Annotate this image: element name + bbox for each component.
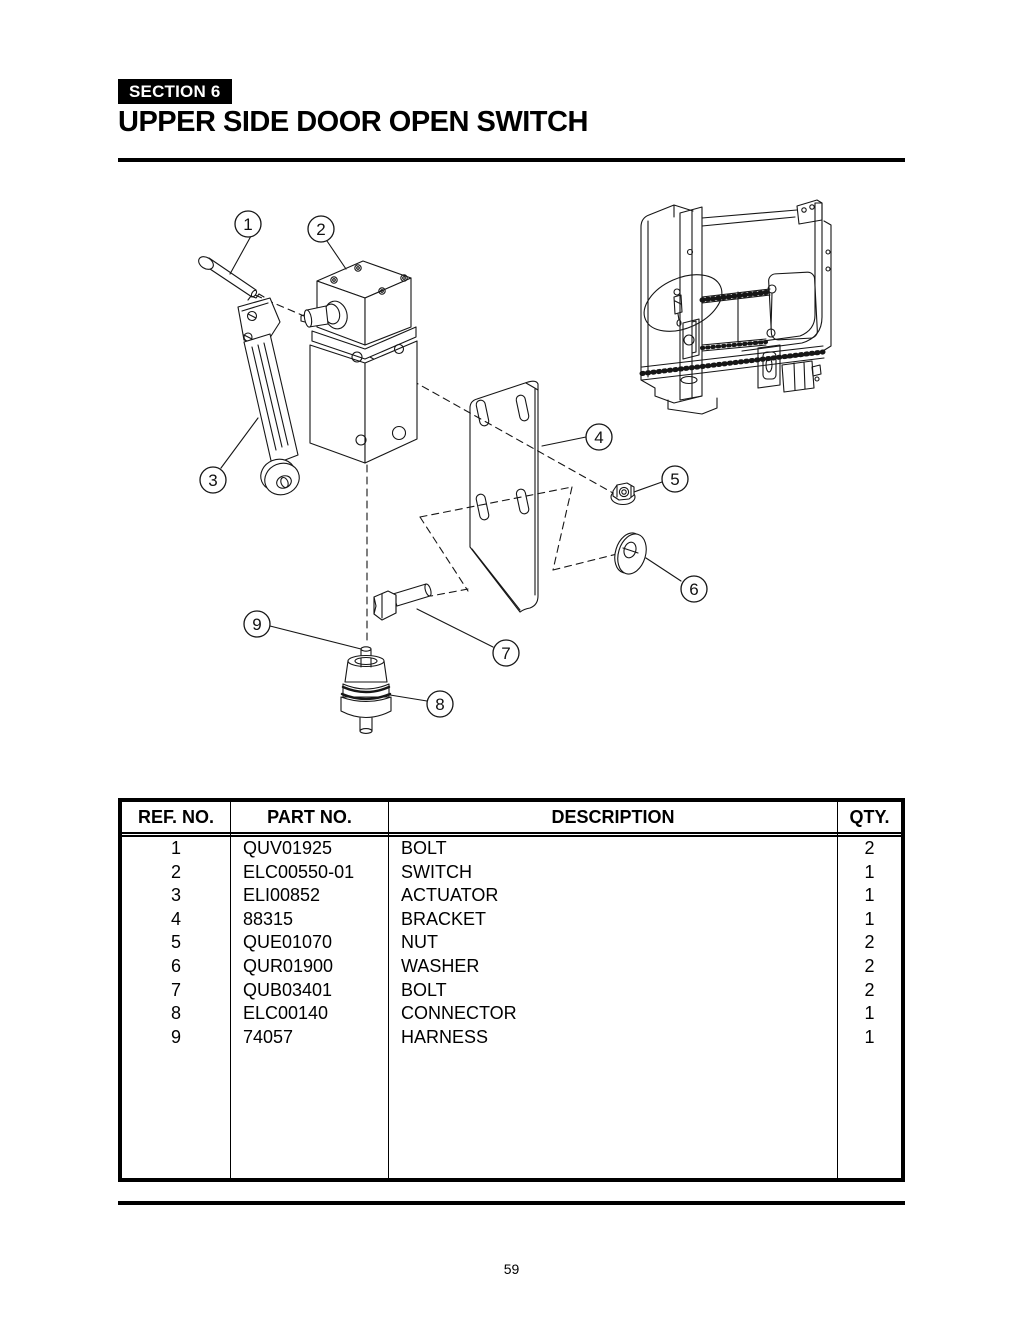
svg-text:3: 3	[208, 471, 217, 490]
column-qty: QTY. 2 1 1 1 2 2 2 1 1	[838, 802, 901, 1178]
switch-location-ellipse	[643, 274, 723, 332]
svg-text:6: 6	[689, 580, 698, 599]
cell-ref: 4	[170, 908, 181, 929]
cell-qty: 2	[864, 955, 875, 976]
column-part-no: PART NO. QUV01925 ELC00550-01 ELI00852 8…	[231, 802, 389, 1178]
parts-table: REF. NO. 1 2 3 4 5 6 7 8 9 PART NO. QUV0…	[118, 798, 905, 1182]
cell-qty: 1	[864, 1026, 875, 1047]
callout-4: 4	[585, 423, 613, 451]
callout-7: 7	[492, 639, 520, 667]
callout-leaders	[220, 235, 682, 702]
page-content: SECTION 6 UPPER SIDE DOOR OPEN SWITCH	[118, 0, 905, 1325]
cell-part: ELC00140	[243, 1003, 329, 1024]
cell-ref: 6	[170, 955, 181, 976]
bracket-part	[469, 380, 539, 613]
svg-text:9: 9	[252, 615, 261, 634]
callout-8: 8	[426, 690, 454, 718]
svg-text:1: 1	[243, 215, 252, 234]
cell-desc: BRACKET	[401, 908, 487, 929]
bolt1-part	[198, 256, 258, 298]
title-divider	[118, 158, 905, 162]
callout-5: 5	[661, 465, 689, 493]
cell-ref: 7	[170, 979, 181, 1000]
cell-qty: 2	[864, 838, 875, 858]
cell-part: QUR01900	[243, 955, 334, 976]
cell-qty: 1	[864, 1003, 875, 1024]
cell-part: 88315	[243, 908, 294, 929]
cell-desc: HARNESS	[401, 1026, 489, 1047]
cell-desc: BOLT	[401, 838, 447, 858]
cell-qty: 1	[864, 908, 875, 929]
nut-part	[610, 482, 636, 506]
bolt7-part	[373, 583, 432, 621]
callout-2: 2	[307, 215, 335, 243]
callout-3: 3	[199, 466, 227, 494]
header-ref-no: REF. NO.	[122, 802, 230, 837]
callout-6: 6	[680, 575, 708, 603]
alignment-dashed-lines	[254, 294, 618, 645]
svg-text:7: 7	[501, 644, 510, 663]
actuator-part	[237, 293, 300, 496]
cell-part: QUE01070	[243, 932, 333, 953]
svg-text:4: 4	[594, 428, 603, 447]
cell-ref: 8	[170, 1003, 181, 1024]
cell-desc: CONNECTOR	[401, 1003, 517, 1024]
svg-text:5: 5	[670, 470, 679, 489]
page-number: 59	[503, 1261, 520, 1277]
cell-desc: ACTUATOR	[401, 885, 499, 906]
connector-part	[340, 646, 392, 734]
cell-ref: 5	[170, 932, 181, 953]
cell-qty: 1	[864, 885, 875, 906]
cell-ref: 1	[170, 838, 181, 858]
footer-divider	[118, 1201, 905, 1205]
switch-part	[300, 260, 418, 464]
header-part-no: PART NO.	[231, 802, 388, 837]
header-description: DESCRIPTION	[389, 802, 837, 837]
header-qty: QTY.	[838, 802, 901, 837]
cell-qty: 2	[864, 979, 875, 1000]
cell-desc: WASHER	[401, 955, 480, 976]
exploded-diagram: 1 2 3 4 5	[116, 197, 908, 757]
machine-frame-inset	[639, 199, 832, 415]
svg-text:8: 8	[435, 695, 444, 714]
callouts: 1 2 3 4 5	[199, 210, 708, 718]
washer-part	[614, 532, 647, 575]
cell-ref: 9	[170, 1026, 181, 1047]
cell-desc: SWITCH	[401, 861, 472, 882]
svg-text:2: 2	[316, 220, 325, 239]
callout-9: 9	[243, 610, 271, 638]
cell-ref: 3	[170, 885, 181, 906]
column-ref-no: REF. NO. 1 2 3 4 5 6 7 8 9	[122, 802, 231, 1178]
section-badge: SECTION 6	[118, 79, 232, 104]
cell-qty: 1	[864, 861, 875, 882]
cell-ref: 2	[170, 861, 181, 882]
callout-1: 1	[234, 210, 262, 238]
column-description: DESCRIPTION BOLT SWITCH ACTUATOR BRACKET…	[389, 802, 838, 1178]
cell-desc: NUT	[401, 932, 438, 953]
page-title: UPPER SIDE DOOR OPEN SWITCH	[118, 106, 588, 138]
cell-desc: BOLT	[401, 979, 447, 1000]
cell-part: 74057	[243, 1026, 294, 1047]
cell-part: ELC00550-01	[243, 861, 355, 882]
cell-qty: 2	[864, 932, 875, 953]
cell-part: ELI00852	[243, 885, 321, 906]
cell-part: QUV01925	[243, 838, 333, 858]
cell-part: QUB03401	[243, 979, 333, 1000]
